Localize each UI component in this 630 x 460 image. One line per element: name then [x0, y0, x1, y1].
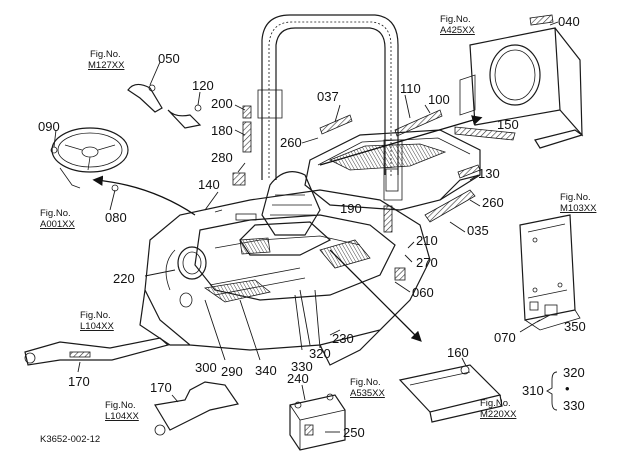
- body-shell: [139, 189, 431, 366]
- callout-240: 240: [287, 371, 309, 386]
- callout-250: 250: [343, 425, 365, 440]
- callout-330-b: 330: [563, 398, 585, 413]
- callout-050: 050: [158, 51, 180, 66]
- callout-080: 080: [105, 210, 127, 225]
- callout-220: 220: [113, 271, 135, 286]
- callout-190: 190: [340, 201, 362, 216]
- callout-100: 100: [428, 92, 450, 107]
- fig-ref-a001: A001XX: [40, 219, 76, 230]
- group-marker: •: [565, 381, 570, 396]
- callout-330: 330: [291, 359, 313, 374]
- fig-label-a425: Fig.No.: [440, 14, 471, 25]
- fig-label-m103: Fig.No.: [560, 192, 591, 203]
- callout-310: 310: [522, 383, 544, 398]
- decals: [232, 105, 516, 281]
- callout-170-b: 170: [150, 380, 172, 395]
- fig-label-l104-a: Fig.No.: [80, 310, 111, 321]
- callout-110: 110: [400, 81, 421, 96]
- pointer-arrows: [92, 115, 483, 342]
- mount-bracket: [519, 214, 581, 331]
- callout-340: 340: [255, 363, 277, 378]
- callout-320-b: 320: [563, 365, 585, 380]
- callout-130: 130: [478, 166, 500, 181]
- callout-150: 150: [497, 117, 519, 132]
- callout-140: 140: [198, 177, 220, 192]
- callout-210: 210: [416, 233, 438, 248]
- callout-170-a: 170: [68, 374, 90, 389]
- callout-270: 270: [416, 255, 438, 270]
- callout-035: 035: [467, 223, 489, 238]
- floor-mats: [203, 239, 371, 303]
- callout-040: 040: [558, 14, 580, 29]
- callout-180: 180: [211, 123, 233, 138]
- fig-ref-a425: A425XX: [440, 25, 476, 36]
- figure-references: Fig.No. A425XX Fig.No. M127XX Fig.No. A0…: [40, 14, 597, 422]
- callout-200: 200: [211, 96, 233, 111]
- callout-350: 350: [564, 319, 586, 334]
- fig-label-m127: Fig.No.: [90, 49, 121, 60]
- battery-tray: [398, 364, 503, 423]
- leader-lines: [53, 21, 559, 433]
- callout-290: 290: [221, 364, 243, 379]
- callout-320: 320: [309, 346, 331, 361]
- callout-labels: 040 050 120 090 080 037 110 100 200 180 …: [38, 14, 586, 440]
- fig-ref-l104-b: L104XX: [105, 411, 139, 422]
- callout-260-b: 260: [482, 195, 504, 210]
- fig-ref-m103: M103XX: [560, 203, 597, 214]
- fig-label-l104-b: Fig.No.: [105, 400, 136, 411]
- callout-090: 090: [38, 119, 60, 134]
- steering-wheel: [50, 127, 129, 192]
- fig-label-a535: Fig.No.: [350, 377, 381, 388]
- callout-060: 060: [412, 285, 434, 300]
- battery: [289, 393, 346, 451]
- fig-label-a001: Fig.No.: [40, 208, 71, 219]
- fig-ref-m127: M127XX: [88, 60, 125, 71]
- fig-ref-m220: M220XX: [480, 409, 517, 420]
- callout-037: 037: [317, 89, 339, 104]
- operator-seat: [239, 171, 332, 256]
- fig-ref-l104-a: L104XX: [80, 321, 114, 332]
- fig-ref-a535: A535XX: [350, 388, 386, 399]
- callout-230: 230: [332, 331, 354, 346]
- callout-280: 280: [211, 150, 233, 165]
- callout-160: 160: [447, 345, 469, 360]
- rops-frame: [257, 14, 403, 201]
- radiator-frame: [459, 14, 584, 149]
- callout-070: 070: [494, 330, 516, 345]
- drawing-code: K3652-002-12: [40, 434, 100, 445]
- callout-120: 120: [192, 78, 214, 93]
- callout-260-a: 260: [280, 135, 302, 150]
- fig-label-m220: Fig.No.: [480, 398, 511, 409]
- levers: [24, 83, 240, 436]
- callout-300: 300: [195, 360, 217, 375]
